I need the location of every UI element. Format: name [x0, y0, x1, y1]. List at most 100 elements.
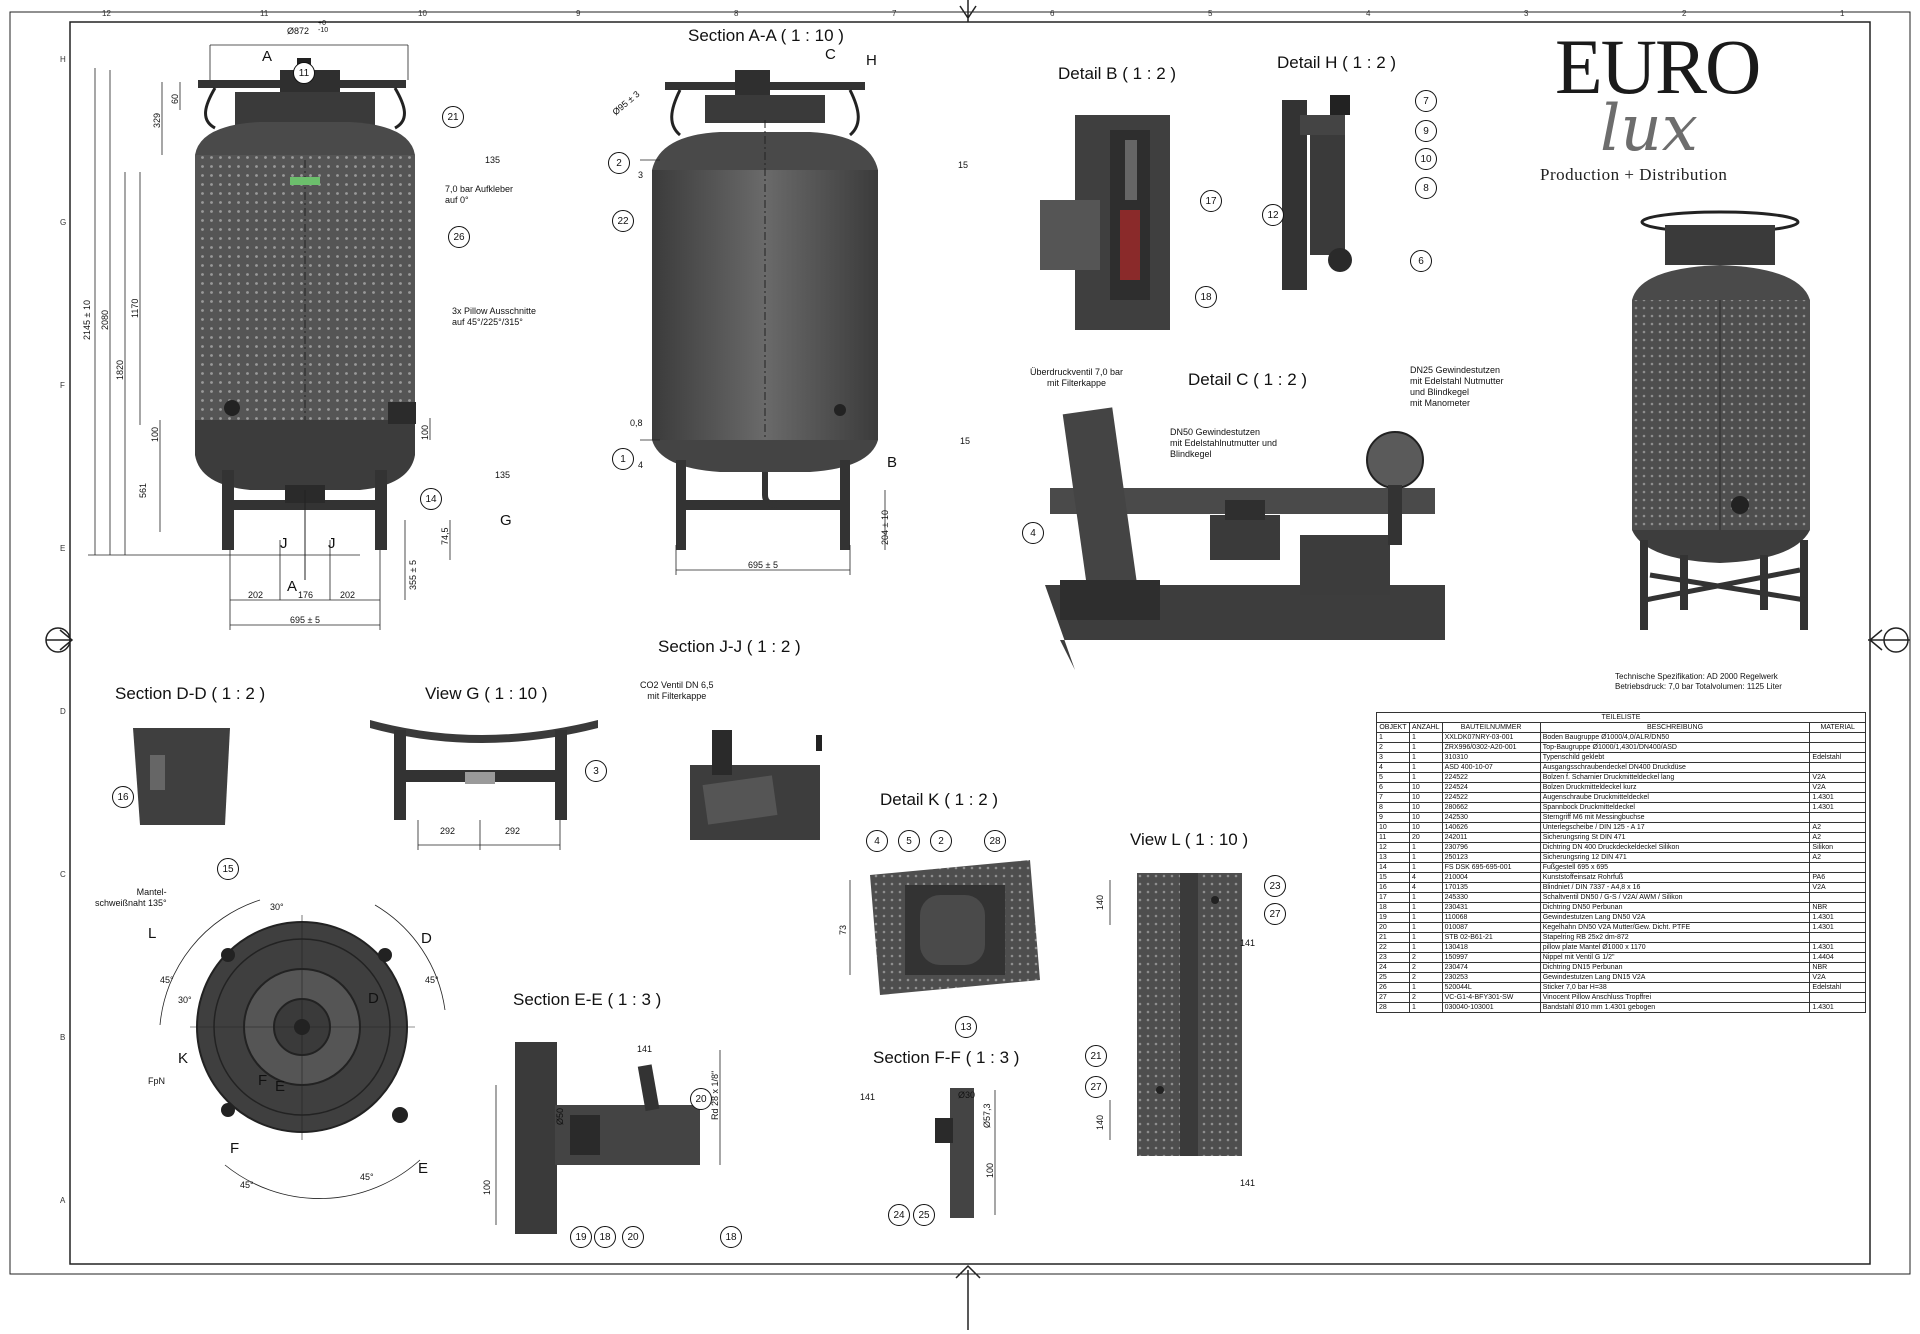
item-balloon: 10 [1415, 148, 1437, 170]
weld-141c: 141 [637, 1044, 653, 1054]
table-cell: 1.4301 [1809, 802, 1866, 813]
table-cell: 130418 [1441, 942, 1541, 953]
parts-header: BESCHREIBUNG [1539, 722, 1811, 733]
dim-140b: 140 [1095, 1114, 1105, 1130]
note-fph: FpN [148, 1076, 166, 1086]
item-balloon: 27 [1085, 1076, 1107, 1098]
weld-135b: 135 [495, 470, 511, 480]
parts-header: MATERIAL [1809, 722, 1866, 733]
item-balloon: 5 [898, 830, 920, 852]
parts-list-title: TEILELISTE [1376, 712, 1866, 723]
item-balloon: 16 [112, 786, 134, 808]
item-balloon: 6 [1410, 250, 1432, 272]
table-cell: Edelstahl [1809, 982, 1866, 993]
weld-141d: 141 [860, 1092, 876, 1102]
spec-line: Technische Spezifikation: AD 2000 Regelw… [1615, 672, 1778, 681]
table-cell: 13 [1376, 852, 1410, 863]
table-cell: 25 [1376, 972, 1410, 983]
table-cell: Schaltventil DN50 / G-S / V2A/ AWM / Sil… [1539, 892, 1811, 903]
table-cell [1809, 742, 1866, 753]
table-cell: 1.4301 [1809, 912, 1866, 923]
ang-45b: 45° [425, 975, 439, 985]
table-cell: 1 [1408, 752, 1443, 763]
table-cell: 3 [1376, 752, 1410, 763]
table-cell: 1.4301 [1809, 942, 1866, 953]
table-cell: 1.4301 [1809, 792, 1866, 803]
table-cell: Dichtring DN 400 Druckdeckeldeckel Silik… [1539, 842, 1811, 853]
item-balloon: 7 [1415, 90, 1437, 112]
dim-60: 60 [170, 93, 180, 104]
frame-num: 11 [260, 9, 269, 18]
table-cell: 10 [1408, 782, 1443, 793]
tank-section-aa [640, 70, 886, 575]
table-cell: Blindniet / DIN 7337 - A4,8 x 16 [1539, 882, 1811, 893]
table-cell: 230431 [1441, 902, 1541, 913]
table-cell: 23 [1376, 952, 1410, 963]
table-cell: ASD 400-10-07 [1441, 762, 1541, 773]
item-balloon: 14 [420, 488, 442, 510]
item-balloon: 19 [570, 1226, 592, 1248]
table-cell: 520044L [1441, 982, 1541, 993]
table-cell [1809, 862, 1866, 873]
dim-695-section: 695 ± 5 [748, 560, 778, 570]
section-dd-drawing [133, 728, 230, 825]
table-cell: Vinocent Pillow Anschluss Tropffrei [1539, 992, 1811, 1003]
note-co2-valve: CO2 Ventil DN 6,5 mit Filterkappe [640, 680, 714, 701]
table-cell: FS DSK 695-695-001 [1441, 862, 1541, 873]
view-l-drawing [1109, 873, 1242, 1156]
item-balloon: 20 [690, 1088, 712, 1110]
table-cell: 1 [1408, 942, 1443, 953]
dim-573: Ø57,3 [982, 1103, 992, 1128]
item-balloon: 3 [585, 760, 607, 782]
table-cell [1809, 932, 1866, 943]
item-balloon: 15 [217, 858, 239, 880]
table-cell: 1.4301 [1809, 922, 1866, 933]
table-cell: 1 [1408, 852, 1443, 863]
section-letter-j: J [328, 535, 336, 552]
table-cell: 17 [1376, 892, 1410, 903]
table-cell: 1.4301 [1809, 1002, 1866, 1013]
table-cell: 1 [1408, 892, 1443, 903]
table-cell: Augenschraube Druckmitteldeckel [1539, 792, 1811, 803]
dim-292a: 292 [440, 826, 456, 836]
table-cell: 5 [1376, 772, 1410, 783]
item-balloon: 18 [594, 1226, 616, 1248]
dim-top-dia: Ø872 [287, 26, 310, 36]
dim-73: 73 [838, 924, 848, 935]
table-cell: 1 [1376, 732, 1410, 743]
table-cell: 280662 [1441, 802, 1541, 813]
weld-15a: 15 [958, 160, 969, 170]
item-balloon: 18 [720, 1226, 742, 1248]
table-cell: A2 [1809, 822, 1866, 833]
ang-45c: 45° [240, 1180, 254, 1190]
table-cell: 1 [1408, 742, 1443, 753]
table-cell: 140626 [1441, 822, 1541, 833]
table-cell: 250123 [1441, 852, 1541, 863]
table-cell: 1 [1408, 902, 1443, 913]
item-balloon: 28 [984, 830, 1006, 852]
table-cell: 1 [1408, 762, 1443, 773]
table-cell: 1 [1408, 922, 1443, 933]
table-cell: Bandstahl Ø10 mm 1.4301 gebogen [1539, 1002, 1811, 1013]
table-cell: 20 [1376, 922, 1410, 933]
table-cell: 1.4404 [1809, 952, 1866, 963]
table-cell: 2 [1408, 952, 1443, 963]
table-cell: 1 [1408, 732, 1443, 743]
title-detail-k: Detail K ( 1 : 2 ) [880, 790, 999, 809]
table-cell: PA6 [1809, 872, 1866, 883]
detail-k-drawing [849, 860, 1040, 995]
detail-letter-k: K [178, 1050, 189, 1067]
view-g-drawing [370, 720, 598, 850]
